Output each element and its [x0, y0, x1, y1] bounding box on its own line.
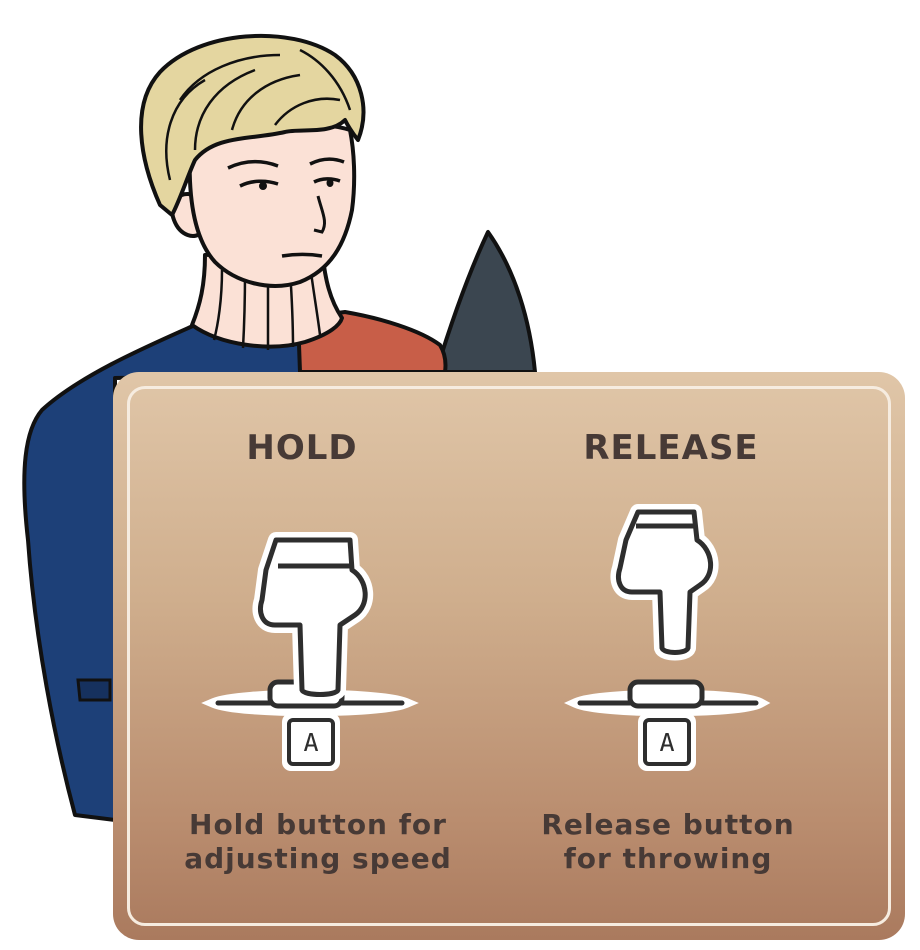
- hand-lifted-icon: [610, 504, 719, 661]
- key-a-icon: A: [282, 713, 340, 771]
- release-caption-line1: Release button: [541, 808, 795, 841]
- key-a-icon: A: [638, 713, 696, 771]
- hold-caption-line2: adjusting speed: [184, 842, 452, 875]
- hold-key-label: A: [303, 728, 318, 757]
- release-caption-line2: for throwing: [563, 842, 773, 875]
- hold-caption-line1: Hold button for: [189, 808, 447, 841]
- release-key-label: A: [659, 728, 674, 757]
- hold-illustration: A: [201, 532, 419, 771]
- panel-border: [127, 386, 891, 926]
- tutorial-panel: [113, 372, 905, 940]
- release-illustration: A: [563, 504, 771, 771]
- dark-cape: [434, 230, 537, 374]
- face: [187, 122, 357, 288]
- release-caption: Release button for throwing: [518, 808, 818, 876]
- hold-caption: Hold button for adjusting speed: [158, 808, 478, 876]
- hand-pressing-icon: [252, 532, 374, 703]
- hold-heading: HOLD: [246, 428, 358, 468]
- release-heading: RELEASE: [583, 428, 759, 468]
